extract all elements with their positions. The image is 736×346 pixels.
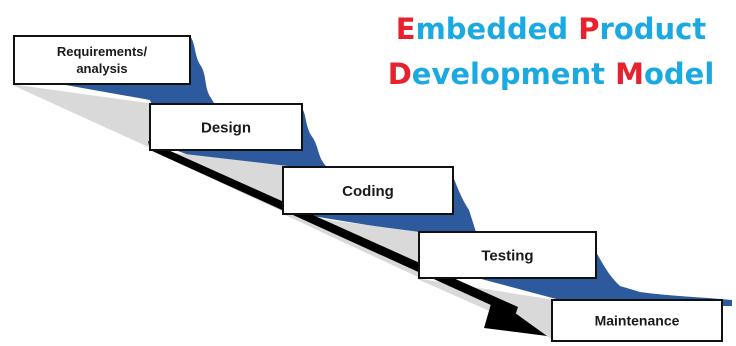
step-boxes: Requirements/analysisDesignCodingTesting… — [13, 35, 723, 342]
title-line-1: Embedded Product — [396, 12, 707, 46]
title-segment: E — [396, 12, 416, 46]
title-segment: odel — [644, 57, 714, 91]
step-label: analysis — [76, 61, 127, 76]
title-segment: M — [615, 57, 644, 91]
step-label: Coding — [342, 183, 394, 200]
step-maintenance: Maintenance — [551, 299, 723, 342]
diagram-title: Embedded Product Development Model — [388, 12, 715, 91]
step-label: Design — [201, 119, 251, 136]
step-design: Design — [149, 103, 303, 151]
step-box — [282, 166, 454, 215]
title-segment: mbedded — [416, 12, 579, 46]
step-testing: Testing — [418, 231, 597, 279]
step-box — [13, 35, 191, 85]
arrow-head — [484, 297, 547, 336]
title-segment: D — [388, 57, 412, 91]
step-box — [551, 299, 723, 342]
title-segment: roduct — [600, 12, 707, 46]
step-label: Maintenance — [595, 313, 680, 329]
title-segment: P — [578, 12, 599, 46]
step-coding: Coding — [282, 166, 454, 215]
step-box — [418, 231, 597, 279]
title-line-2: Development Model — [388, 57, 715, 91]
step-label: Requirements/ — [57, 44, 148, 59]
step-box — [149, 103, 303, 151]
step-requirements: Requirements/analysis — [13, 35, 191, 85]
title-segment: evelopment — [412, 57, 615, 91]
step-label: Testing — [481, 247, 533, 264]
